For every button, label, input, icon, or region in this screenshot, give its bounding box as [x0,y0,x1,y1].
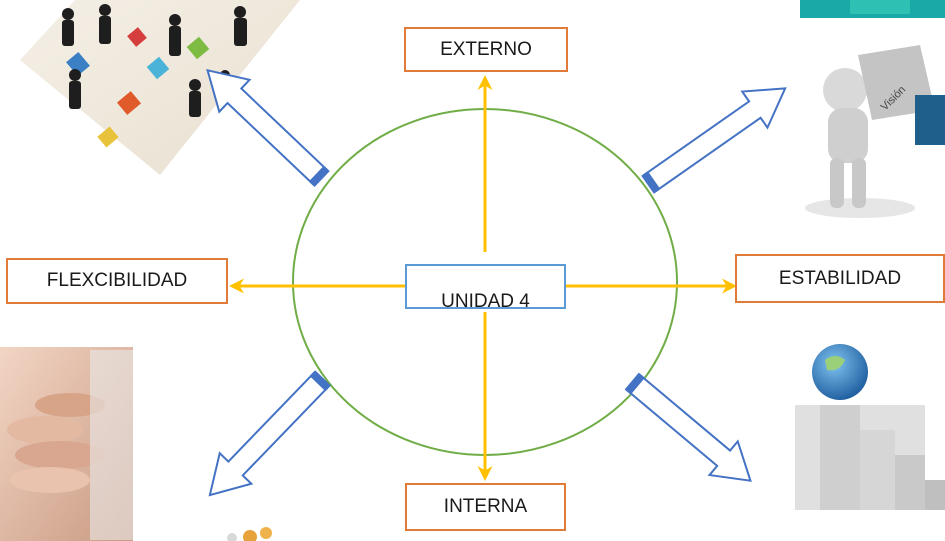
center-box: UNIDAD 4 [405,264,566,309]
diagonal-arrow-bottom-right [624,372,752,482]
people-puzzle-photo [20,0,300,175]
externo-label: EXTERNO [440,38,532,60]
estabilidad-box: ESTABILIDAD [735,254,945,303]
stacked-hands-photo [0,347,133,541]
small-figure-fragment [227,527,272,541]
flexcibilidad-label: FLEXCIBILIDAD [46,270,188,291]
interna-label: INTERNA [443,496,528,517]
axis-arrows [229,75,737,481]
diagonal-arrow-bottom-left [208,370,331,497]
flexcibilidad-box: FLEXCIBILIDAD [6,258,228,304]
vision-puzzle-figure: Visión [800,0,945,218]
diagonal-arrow-top-left [206,68,330,188]
estabilidad-label: ESTABILIDAD [778,267,902,289]
diagonal-arrow-top-right [641,87,787,194]
externo-box: EXTERNO [404,27,568,72]
globe-on-stairs-figure [795,344,945,510]
interna-box: INTERNA [405,483,566,531]
center-label-text: UNIDAD 4 [441,291,530,309]
